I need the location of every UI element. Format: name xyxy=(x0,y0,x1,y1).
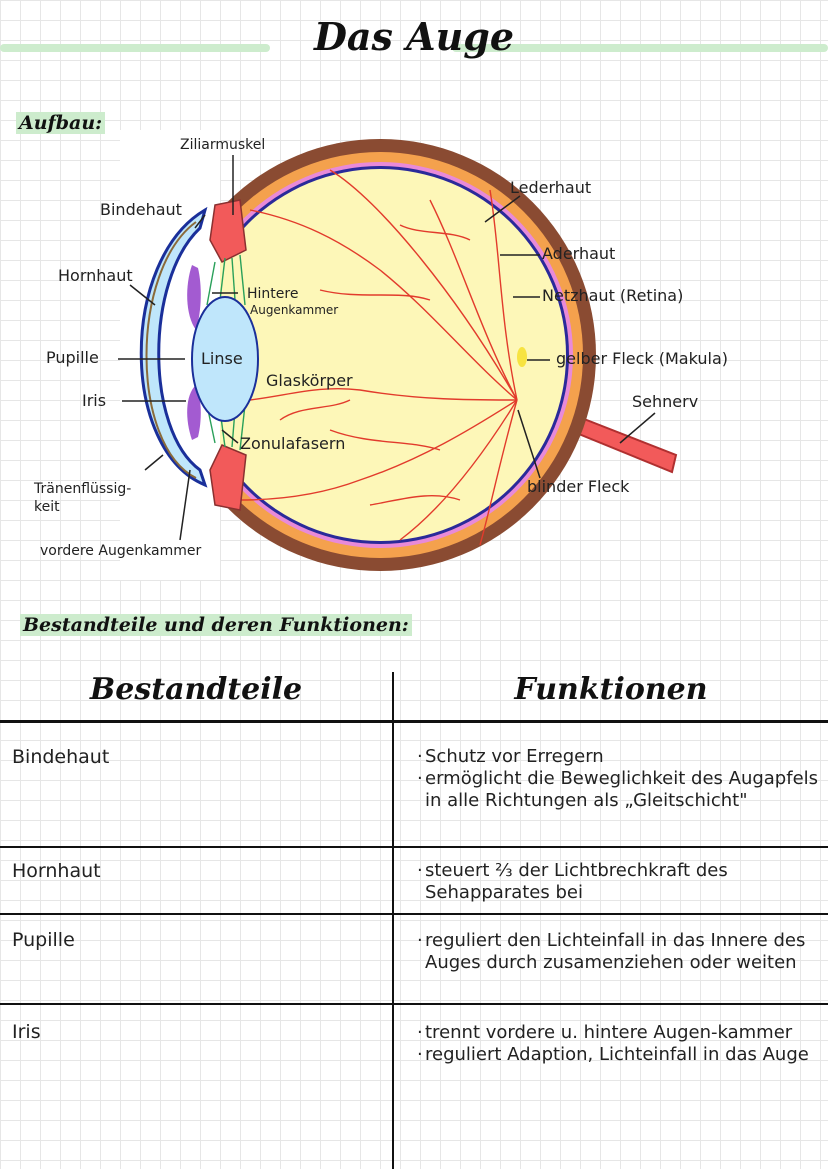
table-line-header xyxy=(0,720,828,723)
title-underline-left xyxy=(0,44,270,52)
function-item: steuert ⅔ der Lichtbrechkraft des Sehapp… xyxy=(417,860,823,904)
table-row-part: Bindehaut xyxy=(12,746,110,768)
label-gelber-fleck: gelber Fleck (Makula) xyxy=(556,349,729,368)
iris-bottom xyxy=(187,385,201,440)
table-row-part: Hornhaut xyxy=(12,860,101,882)
title-underline-right xyxy=(452,44,828,52)
label-sehnerv: Sehnerv xyxy=(632,392,699,411)
label-hintere-1: Hintere xyxy=(247,286,299,302)
page-title: Das Auge xyxy=(313,14,515,59)
function-item: trennt vordere u. hintere Augen-kammer xyxy=(417,1022,823,1044)
function-item: Schutz vor Erregern xyxy=(417,746,823,768)
label-iris: Iris xyxy=(82,391,107,410)
table-row-part: Iris xyxy=(12,1021,41,1043)
table-divider-vertical xyxy=(392,672,394,1169)
label-linse: Linse xyxy=(201,349,243,368)
cornea xyxy=(139,206,208,488)
function-item: reguliert den Lichteinfall in das Innere… xyxy=(417,930,823,974)
label-zonulafasern: Zonulafasern xyxy=(240,434,346,453)
label-vordere-augenkammer: vordere Augenkammer xyxy=(40,543,202,559)
table-line-1 xyxy=(0,846,828,848)
lens xyxy=(191,296,259,422)
label-netzhaut: Netzhaut (Retina) xyxy=(542,286,684,305)
section-heading-structure: Aufbau: xyxy=(16,112,106,134)
label-pupille: Pupille xyxy=(46,348,99,367)
label-blinder-fleck: blinder Fleck xyxy=(527,477,630,496)
label-hornhaut: Hornhaut xyxy=(58,266,133,285)
table-line-2 xyxy=(0,913,828,915)
label-traenen-2: keit xyxy=(34,499,60,515)
table-line-3 xyxy=(0,1003,828,1005)
table-header-functions: Funktionen xyxy=(514,672,708,707)
conjunctiva xyxy=(145,221,197,479)
section-heading-components: Bestandteile und deren Funktionen: xyxy=(20,614,412,636)
table-row-part: Pupille xyxy=(12,929,75,951)
function-item: reguliert Adaption, Lichteinfall in das … xyxy=(417,1044,823,1066)
function-item: ermöglicht die Beweglichkeit des Augapfe… xyxy=(417,768,823,812)
label-bindehaut: Bindehaut xyxy=(100,200,182,219)
label-ziliarmuskel: Ziliarmuskel xyxy=(180,137,266,153)
label-aderhaut: Aderhaut xyxy=(542,244,616,263)
zonular-fibers xyxy=(206,254,246,451)
label-traenen-1: Tränenflüssig- xyxy=(34,481,132,497)
table-row-functions: steuert ⅔ der Lichtbrechkraft des Sehapp… xyxy=(417,860,823,904)
blood-vessels xyxy=(239,169,518,546)
table-row-functions: reguliert den Lichteinfall in das Innere… xyxy=(417,930,823,974)
label-lederhaut: Lederhaut xyxy=(510,178,592,197)
table-row-functions: trennt vordere u. hintere Augen-kammer r… xyxy=(417,1022,823,1066)
macula xyxy=(517,347,527,367)
label-glaskoerper: Glaskörper xyxy=(266,371,353,390)
vitreous-body xyxy=(194,169,566,541)
leader-lines xyxy=(118,155,656,541)
eye-diagram xyxy=(118,139,678,571)
label-hintere-2: Augenkammer xyxy=(250,303,339,317)
iris-top xyxy=(187,265,201,330)
ciliary-muscle-top xyxy=(209,199,247,263)
ciliary-muscle-bottom xyxy=(209,444,247,511)
table-header-parts: Bestandteile xyxy=(89,672,303,707)
table-row-functions: Schutz vor Erregern ermöglicht die Beweg… xyxy=(417,746,823,812)
